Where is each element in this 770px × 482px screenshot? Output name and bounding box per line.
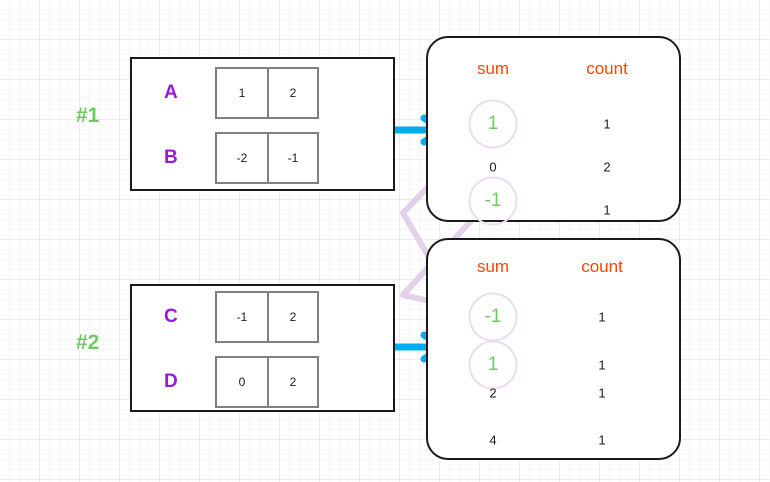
result-1-count-0: 1: [603, 116, 611, 132]
result-1-count-1: 2: [603, 159, 611, 175]
cell-b-0: -2: [217, 134, 267, 182]
result-2-count-0: 1: [598, 309, 606, 325]
cell-pair-b: -2 -1: [215, 132, 319, 184]
result-box-2: sum count -1 1 1 1 2 1 4 1: [426, 238, 681, 460]
result-2-sum-2: 2: [489, 385, 497, 401]
result-box-1: sum count 1 1 0 2 -1 1: [426, 36, 681, 226]
source-box-1: A 1 2 B -2 -1: [130, 57, 395, 191]
result-2-count-2: 1: [598, 385, 606, 401]
cell-pair-d: 0 2: [215, 356, 319, 408]
row-label-d: D: [164, 371, 178, 392]
result-1-count-2: 1: [603, 202, 611, 218]
result-1-header-sum: sum: [476, 59, 510, 78]
result-2-header-sum: sum: [476, 257, 510, 276]
cell-c-1: 2: [267, 293, 317, 341]
result-2-count-3: 1: [598, 432, 606, 448]
result-2-header-count: count: [581, 257, 623, 276]
result-1-highlight-circle-2: [468, 176, 518, 226]
source-row-a: A 1 2: [132, 67, 393, 119]
result-2-highlight-circle-1: [468, 340, 518, 390]
result-1-sum-0: 1: [487, 113, 499, 134]
cell-d-0: 0: [217, 358, 267, 406]
result-2-sum-3: 4: [489, 432, 497, 448]
result-1-highlight-circle-0: [468, 99, 518, 149]
row-label-a: A: [164, 82, 178, 103]
cell-d-1: 2: [267, 358, 317, 406]
source-row-b: B -2 -1: [132, 132, 393, 184]
group-label-1: #1: [76, 104, 100, 127]
row-label-c: C: [164, 306, 178, 327]
result-1-sum-1: 0: [489, 159, 497, 175]
source-row-c: C -1 2: [132, 291, 393, 343]
cell-pair-c: -1 2: [215, 291, 319, 343]
result-1-sum-2: -1: [484, 190, 502, 211]
cell-c-0: -1: [217, 293, 267, 341]
cell-b-1: -1: [267, 134, 317, 182]
result-2-sum-0: -1: [484, 306, 502, 327]
cell-a-0: 1: [217, 69, 267, 117]
result-2-count-1: 1: [598, 357, 606, 373]
source-row-d: D 0 2: [132, 356, 393, 408]
row-label-b: B: [164, 147, 178, 168]
source-box-2: C -1 2 D 0 2: [130, 284, 395, 412]
group-label-2: #2: [76, 331, 100, 354]
cell-a-1: 2: [267, 69, 317, 117]
result-2-sum-1: 1: [487, 354, 499, 375]
cell-pair-a: 1 2: [215, 67, 319, 119]
result-1-header-count: count: [586, 59, 628, 78]
